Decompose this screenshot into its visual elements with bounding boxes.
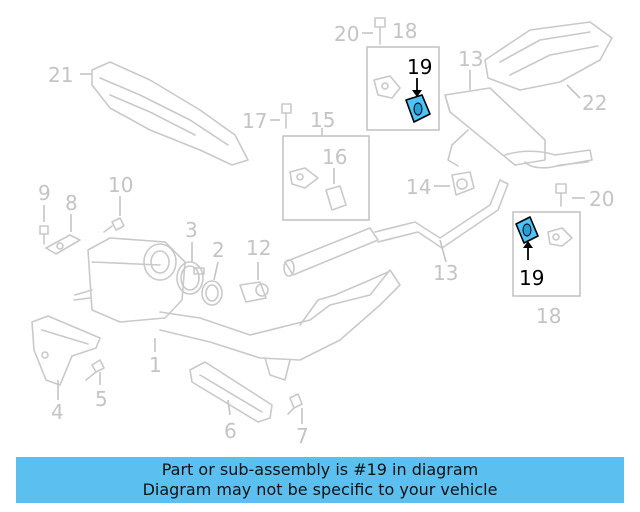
part-6-lower-heat-shield	[189, 361, 273, 423]
group-18-box-bottom	[512, 211, 581, 297]
callout-19-bottom: 19	[519, 266, 544, 290]
catalytic-converter	[73, 237, 186, 323]
arrowhead-19-bottom	[523, 241, 533, 248]
part-8-bracket	[45, 234, 81, 255]
part-9-bolt	[39, 225, 49, 245]
part-19-rubber-mount-bottom	[515, 216, 539, 244]
caption-line-1: Part or sub-assembly is #19 in diagram	[161, 460, 479, 479]
callout-17: 17	[242, 109, 267, 133]
callout-1: 1	[149, 353, 162, 377]
part-1-front-pipe	[159, 269, 401, 381]
callout-6: 6	[224, 419, 237, 443]
part-22-heat-shield	[484, 21, 613, 91]
part-16-hanger	[289, 167, 347, 211]
callout-22: 22	[582, 91, 607, 115]
part-18-hanger-top	[373, 75, 401, 99]
part-3-clamp-ring	[176, 261, 205, 295]
callout-5: 5	[95, 387, 108, 411]
leader-6	[227, 399, 231, 416]
group-18-box-top	[366, 46, 440, 131]
arrowhead-19-top	[412, 90, 422, 97]
callout-8: 8	[65, 191, 78, 215]
part-2-gasket	[201, 280, 223, 306]
leader-2	[213, 261, 219, 281]
callout-4: 4	[51, 400, 64, 424]
part-10-bolt	[103, 217, 125, 233]
callout-9: 9	[38, 181, 51, 205]
part-4-bracket	[31, 315, 101, 386]
callout-18-top: 18	[392, 19, 417, 43]
part-13-rear-muffler	[444, 87, 593, 169]
callout-16: 16	[322, 145, 347, 169]
callout-15: 15	[310, 108, 335, 132]
leader-11	[439, 239, 447, 263]
part-20-bolt-top	[374, 17, 386, 45]
callout-3: 3	[185, 218, 198, 242]
callout-18-bottom: 18	[536, 304, 561, 328]
callout-11: 13	[433, 261, 458, 285]
part-5-bolt	[85, 359, 105, 381]
callout-14: 14	[406, 175, 431, 199]
part-12-bushing	[239, 281, 269, 303]
callout-7: 7	[296, 424, 309, 448]
caption-banner: Part or sub-assembly is #19 in diagram D…	[16, 457, 624, 503]
part-19-rubber-mount-top	[405, 94, 431, 123]
part-14-clamp	[451, 171, 475, 196]
callout-12: 12	[246, 236, 271, 260]
callout-13: 13	[458, 47, 483, 71]
part-20-bolt-right	[555, 183, 567, 207]
callout-21: 21	[48, 63, 73, 87]
callout-2: 2	[212, 238, 225, 262]
part-7-bolt	[287, 393, 303, 415]
callout-20-top: 20	[334, 22, 359, 46]
part-17-bolt	[281, 103, 292, 129]
group-15-box	[282, 135, 370, 221]
callout-10: 10	[108, 173, 133, 197]
leader-22	[566, 84, 581, 99]
callout-20-right: 20	[589, 187, 614, 211]
caption-line-2: Diagram may not be specific to your vehi…	[142, 480, 498, 499]
part-18-hanger-bottom	[547, 227, 573, 247]
part-11-intermediate-pipe	[283, 179, 509, 277]
part-21-heat-shield	[91, 61, 249, 166]
callout-19-top: 19	[407, 55, 432, 79]
